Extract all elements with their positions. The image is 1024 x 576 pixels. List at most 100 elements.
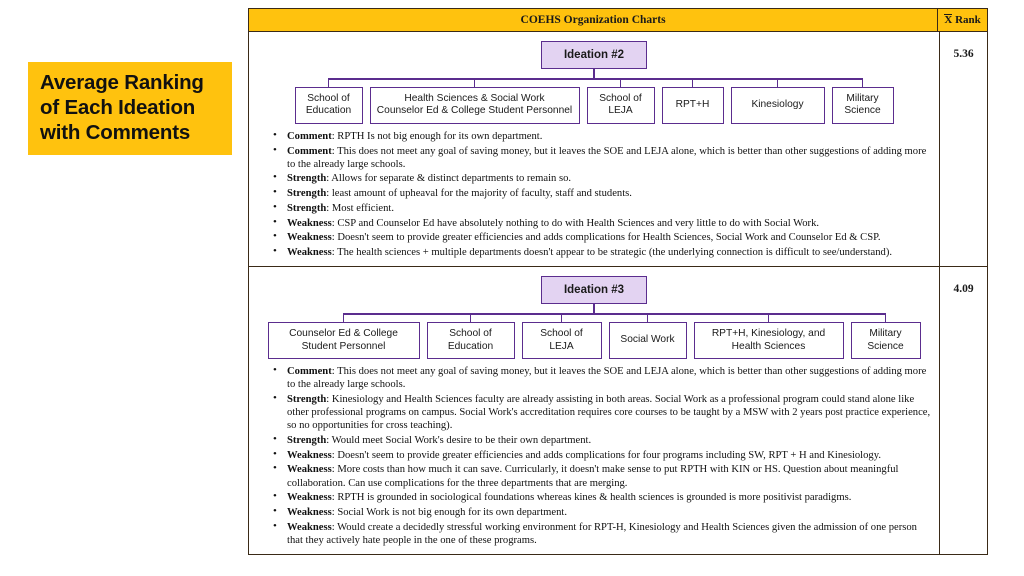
list-item-text: : RPTH is grounded in sociological found…: [331, 492, 852, 504]
list-item-label: Weakness: [287, 492, 332, 504]
list-item-text: : Doesn't seem to provide greater effici…: [331, 232, 881, 244]
rank-header-text: Rank: [952, 14, 981, 26]
table-header-main: COEHS Organization Charts: [520, 14, 666, 26]
connector-drop: [861, 78, 864, 88]
list-item-label: Weakness: [287, 506, 332, 518]
org-chart-node-label: RPT+H: [675, 99, 710, 111]
list-item: Weakness: Social Work is not big enough …: [273, 505, 931, 519]
connector-drop: [469, 313, 472, 324]
list-item-label: Strength: [287, 188, 327, 200]
list-item-text: : Kinesiology and Health Sciences facult…: [287, 393, 931, 432]
connector-stem: [593, 69, 595, 79]
list-item: Weakness: RPTH is grounded in sociologic…: [273, 490, 931, 504]
list-item-text: : Social Work is not big enough for its …: [331, 506, 567, 518]
list-item-text: : Doesn't seem to provide greater effici…: [331, 449, 881, 461]
list-item: Weakness: More costs than how much it ca…: [273, 462, 931, 489]
list-item: Strength: Would meet Social Work's desir…: [273, 433, 931, 447]
list-item-label: Strength: [287, 173, 327, 185]
list-item-label: Strength: [287, 393, 327, 405]
list-item: Strength: least amount of upheaval for t…: [273, 186, 931, 200]
connector-bus: [328, 78, 863, 80]
connector-drop: [646, 313, 649, 324]
list-item: Strength: Most efficient.: [273, 201, 931, 215]
slide-title-line-1: Average Ranking: [40, 71, 204, 94]
list-item-label: Strength: [287, 202, 327, 214]
list-item-text: : This does not meet any goal of saving …: [287, 365, 927, 391]
list-item: Strength: Kinesiology and Health Science…: [273, 392, 931, 433]
org-chart-root-node[interactable]: Ideation #3: [540, 276, 648, 305]
list-item-label: Comment: [287, 145, 332, 157]
list-item-label: Strength: [287, 434, 327, 446]
organization-charts-table: COEHS Organization Charts X Rank Ideatio…: [248, 8, 988, 556]
list-item-text: : Most efficient.: [326, 202, 395, 214]
connector-drop: [691, 78, 694, 88]
list-item-text: : CSP and Counselor Ed have absolutely n…: [331, 217, 820, 229]
list-item-label: Weakness: [287, 217, 332, 229]
list-item-text: : Would meet Social Work's desire to be …: [326, 434, 592, 446]
rank-cell: 5.36: [939, 32, 987, 267]
org-chart-connectors: [249, 69, 939, 88]
connector-drop: [767, 313, 770, 324]
list-item-text: : RPTH Is not big enough for its own dep…: [331, 130, 543, 142]
comment-list: Comment : RPTH Is not big enough for its …: [271, 129, 931, 259]
x-bar-symbol: X: [944, 14, 953, 26]
org-chart-connectors: [249, 304, 939, 324]
org-chart-node[interactable]: Kinesiology: [730, 87, 825, 124]
list-item: Strength: Allows for separate & distinct…: [273, 171, 931, 185]
list-item: Comment: This does not meet any goal of …: [273, 364, 931, 391]
org-chart-root-wrap: Ideation #2: [249, 32, 939, 69]
org-chart-root-node[interactable]: Ideation #2: [540, 41, 648, 69]
comment-list: Comment: This does not meet any goal of …: [271, 364, 931, 547]
org-chart-node[interactable]: RPT+H: [661, 87, 724, 124]
slide-title-block: Average Ranking of Each Ideation with Co…: [28, 62, 232, 155]
org-chart-node[interactable]: Social Work: [608, 322, 687, 359]
connector-drop: [327, 78, 330, 88]
list-item: Weakness: Doesn't seem to provide greate…: [273, 448, 931, 462]
table-header-rank: X Rank: [937, 9, 987, 31]
list-item: Weakness: The health sciences + multiple…: [273, 245, 931, 259]
list-item-text: : Would create a decidedly stressful wor…: [287, 521, 917, 546]
list-item-text: : The health sciences + multiple departm…: [331, 246, 893, 258]
list-item-text: : least amount of upheaval for the major…: [326, 188, 632, 200]
list-item-label: Weakness: [287, 246, 332, 258]
list-item-label: Weakness: [287, 449, 332, 461]
list-item: Comment: RPTH Is not big enough for its …: [273, 129, 931, 143]
table-header-row: COEHS Organization Charts X Rank: [249, 9, 987, 32]
connector-bus: [343, 313, 886, 315]
list-item-label: Weakness: [287, 232, 332, 244]
list-item-text: : Allows for separate & distinct departm…: [326, 173, 572, 185]
org-chart-root-wrap: Ideation #3: [249, 267, 939, 305]
connector-drop: [342, 313, 345, 324]
list-item-label: Comment: [287, 365, 332, 377]
connector-drop: [560, 313, 563, 324]
connector-drop: [776, 78, 779, 88]
connector-drop: [884, 313, 887, 324]
list-item: Weakness: Would create a decidedly stres…: [273, 520, 931, 547]
list-item-label: Weakness: [287, 521, 332, 533]
rank-value: 5.36: [953, 48, 974, 60]
